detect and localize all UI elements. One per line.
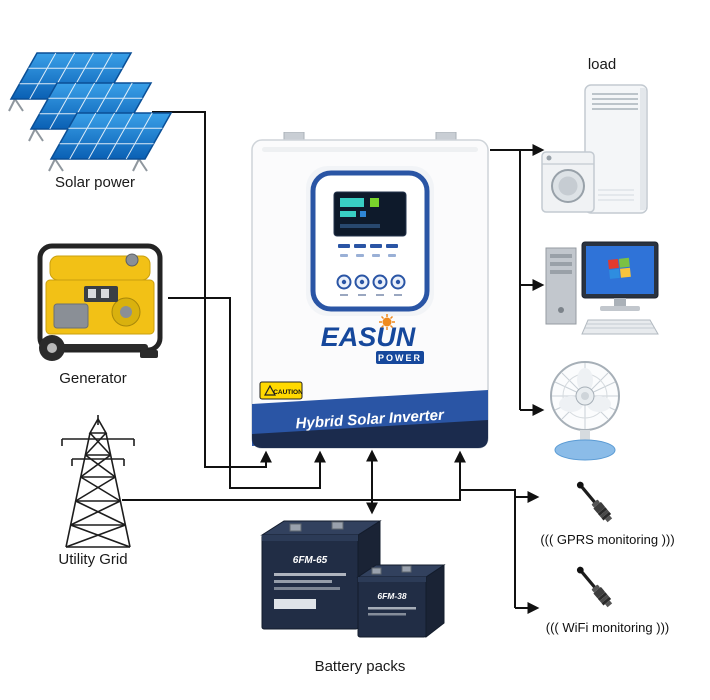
- monitor: [581, 241, 659, 311]
- battery-left-model: 6FM-65: [293, 555, 328, 566]
- battery-right-model: 6FM-38: [377, 591, 407, 601]
- caution-text: CAUTION: [273, 389, 303, 396]
- washing-machine-icon: [541, 151, 595, 213]
- brand-text: EASUN: [321, 322, 416, 352]
- wire-monitoring-trunk: [460, 489, 516, 608]
- inverter-display: [306, 166, 434, 316]
- wire-solar-to-inverter: [152, 111, 272, 468]
- fan-icon: [550, 361, 620, 461]
- solar-panel: [8, 52, 173, 172]
- generator-label: Generator: [59, 370, 127, 387]
- wifi-antenna-icon: [574, 564, 614, 609]
- solar-panels-icon: [8, 52, 173, 172]
- warning-triangle-icon: [263, 384, 277, 396]
- wire-grid-to-inverter: [122, 450, 466, 501]
- brand-logo: EASUN POWER: [321, 314, 424, 364]
- battery-terminal: [331, 521, 344, 530]
- gprs-monitoring-label: ((( GPRS monitoring ))): [540, 532, 675, 547]
- fan-base: [554, 439, 616, 461]
- caution-sticker: CAUTION: [259, 381, 303, 400]
- inverter-buttons: [336, 274, 406, 296]
- pc-tower: [545, 247, 577, 325]
- utility-grid-label: Utility Grid: [58, 551, 128, 568]
- battery-right: 6FM-38: [356, 564, 446, 639]
- solar-label: Solar power: [54, 174, 136, 191]
- utility-grid-icon: [61, 415, 135, 548]
- brand-sub-text: POWER: [378, 353, 422, 363]
- bottom-band: [252, 420, 488, 448]
- battery-terminal: [289, 523, 302, 532]
- wifi-monitoring-label: ((( WiFi monitoring ))): [545, 620, 670, 635]
- wire-load-trunk: [490, 149, 521, 410]
- battery-terminal: [401, 565, 412, 573]
- battery-terminal: [371, 567, 382, 575]
- generator-icon: [37, 243, 163, 361]
- monitoring-antennas: [574, 479, 614, 609]
- battery-packs: 6FM-65 6FM-38: [260, 520, 446, 639]
- wire-generator-to-inverter: [168, 297, 326, 489]
- computer-icon: [545, 241, 659, 335]
- load-label: load: [587, 56, 617, 73]
- gprs-antenna-icon: [574, 479, 614, 524]
- load-appliances: [541, 84, 648, 214]
- air-conditioner-icon: [584, 84, 648, 214]
- sun-icon: [379, 314, 395, 330]
- inverter: EASUN POWER CAUTION Hybrid Solar Inverte…: [251, 132, 489, 449]
- battery-label: Battery packs: [314, 658, 406, 675]
- windows-logo-icon: [608, 257, 631, 279]
- keyboard-icon: [581, 319, 659, 335]
